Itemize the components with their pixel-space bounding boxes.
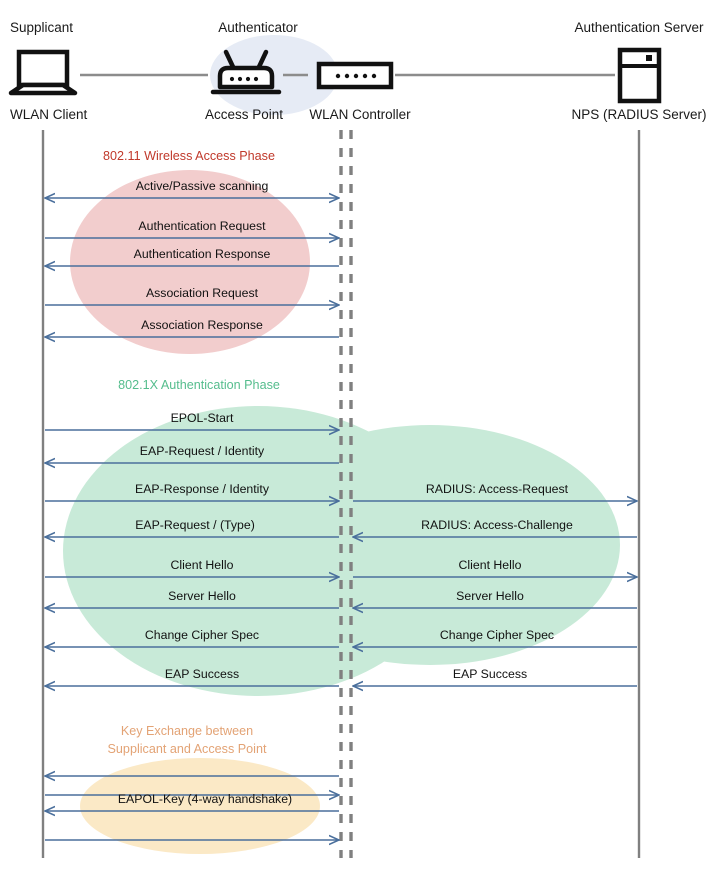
message-label-right-radius-access-challenge: RADIUS: Access-Challenge (421, 518, 573, 532)
actor-role-authenticator: Authenticator (218, 20, 298, 35)
phase-ellipse-key-exchange-region (80, 758, 320, 854)
actor-name-access-point: Access Point (204, 107, 284, 122)
message-label-left-epol-start: EPOL-Start (170, 411, 234, 425)
message-label-right-client-hello: Client Hello (458, 558, 522, 572)
phase-label-dot1x-authentication-phase: 802.1X Authentication Phase (118, 376, 280, 394)
message-label-left-change-cipher-spec: Change Cipher Spec (144, 628, 260, 642)
phase-label-wireless-access-phase: 802.11 Wireless Access Phase (103, 147, 275, 165)
message-label-right-server-hello: Server Hello (456, 589, 524, 603)
phase-label-line: 802.11 Wireless Access Phase (103, 149, 275, 163)
server-icon (617, 47, 662, 104)
actor-role-supplicant: Supplicant (10, 20, 74, 35)
actor-name-wlan-controller: WLAN Controller (309, 107, 411, 122)
message-label-left-eapol-key-4-way-handshake: EAPOL-Key (4-way handshake) (117, 792, 293, 806)
message-label-left-association-request: Association Request (145, 286, 259, 300)
message-arrows (45, 198, 637, 840)
phase-ellipse-dot1x-region-right (240, 425, 620, 665)
message-label-right-radius-access-request: RADIUS: Access-Request (425, 482, 569, 496)
actor-name-nps-radius-server: NPS (RADIUS Server) (571, 107, 707, 122)
access-point-icon (210, 49, 282, 95)
message-label-left-association-response: Association Response (141, 318, 263, 332)
message-label-left-authentication-request: Authentication Request (138, 219, 266, 233)
message-label-left-eap-request-identity: EAP-Request / Identity (139, 444, 265, 458)
actor-name-wlan-client: WLAN Client (10, 107, 88, 122)
wlan-controller-icon (316, 61, 394, 90)
message-label-left-server-hello: Server Hello (168, 589, 236, 603)
message-label-left-client-hello: Client Hello (170, 558, 234, 572)
lifelines (41, 130, 641, 858)
message-label-left-eap-success: EAP Success (164, 667, 240, 681)
message-label-left-eap-request-type: EAP-Request / (Type) (135, 518, 255, 532)
phase-label-line: Supplicant and Access Point (107, 742, 267, 756)
phase-label-line: 802.1X Authentication Phase (118, 378, 280, 392)
phase-background-ellipses (63, 35, 620, 854)
actor-icons (8, 47, 662, 104)
phase-ellipse-wireless-access-region (70, 170, 310, 354)
message-label-left-authentication-response: Authentication Response (133, 247, 271, 261)
message-label-right-change-cipher-spec: Change Cipher Spec (439, 628, 555, 642)
phase-label-line: Key Exchange between (120, 724, 254, 738)
message-label-left-active-passive-scanning: Active/Passive scanning (135, 179, 269, 193)
message-label-left-eap-response-identity: EAP-Response / Identity (135, 482, 269, 496)
laptop-icon (8, 49, 78, 96)
actor-role-authentication-server: Authentication Server (574, 20, 704, 35)
message-label-right-eap-success: EAP Success (452, 667, 528, 681)
